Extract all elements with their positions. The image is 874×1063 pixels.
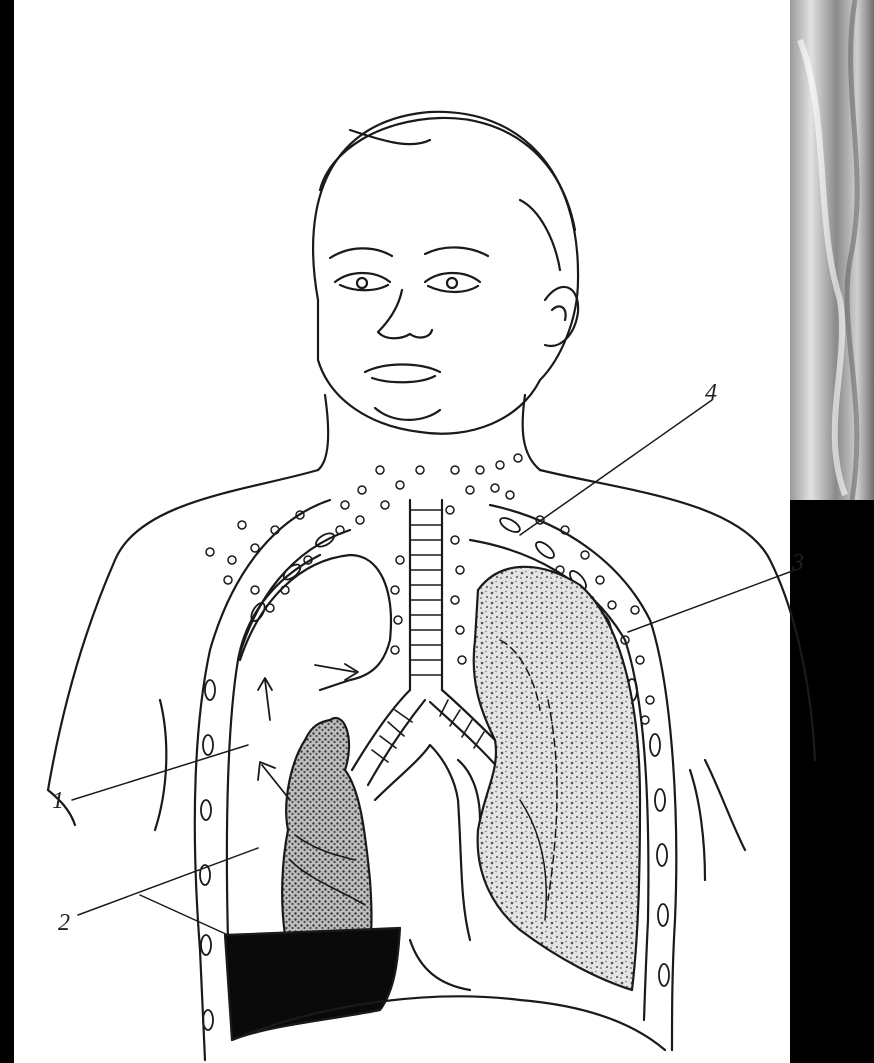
xray-image-strip bbox=[790, 0, 874, 500]
label-1: 1 bbox=[52, 788, 64, 814]
label-2: 2 bbox=[58, 910, 70, 936]
label-4: 4 bbox=[705, 380, 717, 406]
paper-background bbox=[14, 0, 790, 1063]
label-3: 3 bbox=[791, 550, 804, 576]
